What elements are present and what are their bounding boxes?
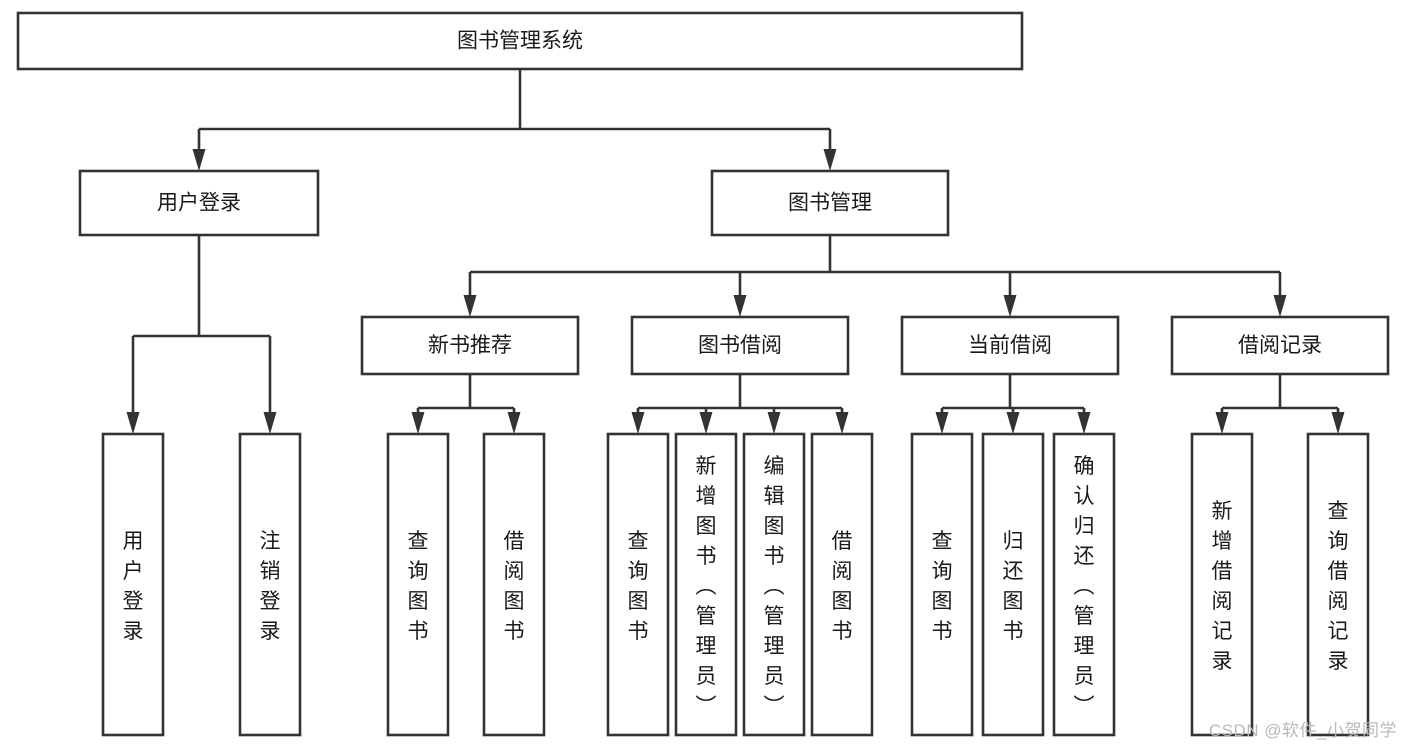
- node-leaf-confirm-return-label: 确认归还︵管理员︶: [1074, 455, 1095, 718]
- node-borrow-record[interactable]: 借阅记录: [1170, 315, 1390, 376]
- node-leaf-query-book-2-label: 查询图书: [628, 530, 649, 643]
- watermark-text: CSDN @软件_小贺同学: [1208, 721, 1397, 740]
- arrow-head-icon: [631, 412, 645, 434]
- node-leaf-add-record[interactable]: 新增借阅记录: [1190, 432, 1254, 737]
- node-user-login[interactable]: 用户登录: [78, 169, 320, 237]
- node-new-book-recommend-label: 新书推荐: [428, 334, 512, 357]
- node-leaf-user-logout[interactable]: 注销登录: [238, 432, 302, 737]
- node-new-book-recommend[interactable]: 新书推荐: [360, 315, 580, 376]
- arrow-head-icon: [767, 412, 781, 434]
- node-borrow-record-label: 借阅记录: [1238, 334, 1322, 357]
- node-leaf-user-login-box[interactable]: [101, 432, 165, 737]
- arrow-head-icon: [263, 412, 277, 434]
- edges-root-to-level2: [192, 69, 837, 171]
- edges-record-to-leaves: [1215, 374, 1345, 434]
- node-leaf-query-book-3-label: 查询图书: [932, 530, 953, 643]
- arrow-head-icon: [507, 412, 521, 434]
- node-borrow-record-box[interactable]: [1170, 315, 1390, 376]
- arrow-head-icon: [935, 412, 949, 434]
- node-leaf-add-book-box[interactable]: [674, 432, 738, 737]
- node-leaf-return-book[interactable]: 归还图书: [981, 432, 1045, 737]
- edges-current-to-leaves: [935, 374, 1091, 434]
- arrow-head-icon: [699, 412, 713, 434]
- arrow-head-icon: [463, 295, 477, 317]
- node-layer: 图书管理系统用户登录图书管理新书推荐图书借阅当前借阅借阅记录用户登录注销登录查询…: [16, 11, 1390, 737]
- arrow-head-icon: [1003, 295, 1017, 317]
- node-leaf-return-book-label: 归还图书: [1003, 530, 1024, 643]
- node-leaf-query-book-2[interactable]: 查询图书: [606, 432, 670, 737]
- node-leaf-edit-book[interactable]: 编辑图书︵管理员︶: [742, 432, 806, 737]
- node-root-label: 图书管理系统: [457, 30, 583, 53]
- arrow-head-icon: [192, 149, 206, 171]
- edge-layer: [126, 69, 1345, 434]
- node-leaf-user-logout-box[interactable]: [238, 432, 302, 737]
- node-current-borrow-box[interactable]: [900, 315, 1120, 376]
- edges-user-login-to-leaves: [126, 235, 277, 434]
- node-leaf-borrow-book-1-label: 借阅图书: [504, 530, 525, 643]
- arrow-head-icon: [126, 412, 140, 434]
- node-leaf-borrow-book-1-box[interactable]: [482, 432, 546, 737]
- arrow-head-icon: [411, 412, 425, 434]
- edges-book-manage-to-level3: [463, 235, 1287, 317]
- node-book-manage-box[interactable]: [710, 169, 950, 237]
- node-book-manage[interactable]: 图书管理: [710, 169, 950, 237]
- node-user-login-label: 用户登录: [157, 192, 241, 215]
- node-leaf-user-login[interactable]: 用户登录: [101, 432, 165, 737]
- node-leaf-query-record[interactable]: 查询借阅记录: [1306, 432, 1370, 737]
- node-root-box[interactable]: [16, 11, 1024, 71]
- node-leaf-edit-book-box[interactable]: [742, 432, 806, 737]
- arrow-head-icon: [1331, 412, 1345, 434]
- arrow-head-icon: [1215, 412, 1229, 434]
- node-leaf-add-book[interactable]: 新增图书︵管理员︶: [674, 432, 738, 737]
- node-leaf-borrow-book-1[interactable]: 借阅图书: [482, 432, 546, 737]
- node-leaf-user-logout-label: 注销登录: [260, 530, 281, 643]
- node-leaf-add-book-label: 新增图书︵管理员︶: [696, 455, 717, 718]
- node-leaf-query-book-2-box[interactable]: [606, 432, 670, 737]
- node-leaf-query-book-1-box[interactable]: [386, 432, 450, 737]
- node-book-manage-label: 图书管理: [788, 192, 872, 215]
- node-leaf-edit-book-label: 编辑图书︵管理员︶: [764, 455, 785, 718]
- node-leaf-query-record-label: 查询借阅记录: [1328, 500, 1349, 673]
- node-leaf-add-record-box[interactable]: [1190, 432, 1254, 737]
- arrow-head-icon: [733, 295, 747, 317]
- node-leaf-query-record-box[interactable]: [1306, 432, 1370, 737]
- node-leaf-add-record-label: 新增借阅记录: [1212, 500, 1233, 673]
- node-leaf-confirm-return[interactable]: 确认归还︵管理员︶: [1052, 432, 1116, 737]
- arrow-head-icon: [1006, 412, 1020, 434]
- node-leaf-borrow-book-2-label: 借阅图书: [832, 530, 853, 643]
- node-book-borrow-box[interactable]: [630, 315, 850, 376]
- node-user-login-box[interactable]: [78, 169, 320, 237]
- node-leaf-borrow-book-2-box[interactable]: [810, 432, 874, 737]
- edges-recommend-to-leaves: [411, 374, 521, 434]
- node-current-borrow[interactable]: 当前借阅: [900, 315, 1120, 376]
- arrow-head-icon: [823, 149, 837, 171]
- node-leaf-return-book-box[interactable]: [981, 432, 1045, 737]
- arrow-head-icon: [835, 412, 849, 434]
- node-current-borrow-label: 当前借阅: [968, 334, 1052, 357]
- node-new-book-recommend-box[interactable]: [360, 315, 580, 376]
- node-leaf-query-book-1-label: 查询图书: [408, 530, 429, 643]
- node-leaf-user-login-label: 用户登录: [123, 530, 144, 643]
- node-leaf-query-book-3-box[interactable]: [910, 432, 974, 737]
- node-book-borrow-label: 图书借阅: [698, 334, 782, 357]
- arrow-head-icon: [1077, 412, 1091, 434]
- arrow-head-icon: [1273, 295, 1287, 317]
- node-leaf-borrow-book-2[interactable]: 借阅图书: [810, 432, 874, 737]
- edges-borrow-to-leaves: [631, 374, 849, 434]
- node-leaf-confirm-return-box[interactable]: [1052, 432, 1116, 737]
- node-leaf-query-book-3[interactable]: 查询图书: [910, 432, 974, 737]
- node-root[interactable]: 图书管理系统: [16, 11, 1024, 71]
- node-book-borrow[interactable]: 图书借阅: [630, 315, 850, 376]
- node-leaf-query-book-1[interactable]: 查询图书: [386, 432, 450, 737]
